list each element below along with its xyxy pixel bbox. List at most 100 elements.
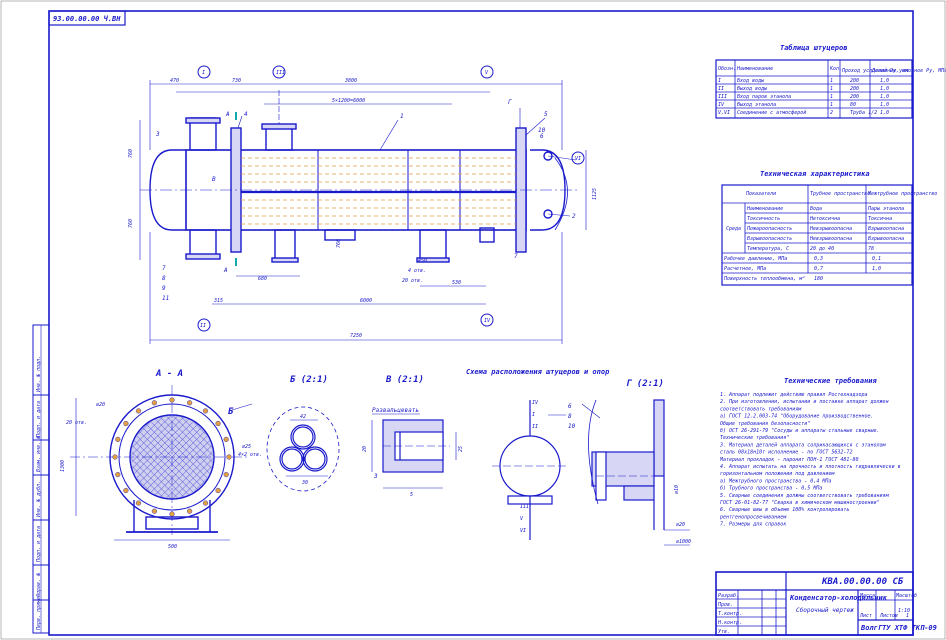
detail-g	[581, 399, 690, 546]
nozzle-table-cell: V,VI	[718, 110, 730, 116]
detail-v-note: Развальцевать	[372, 407, 419, 414]
tech-table-header: Трубное пространство	[810, 190, 870, 197]
tech-req-line: 1. Аппарат подлежит действию правил Рост…	[720, 392, 868, 398]
nozzle-table-header: Кол.	[829, 66, 842, 72]
tech-req-line: 7. Размеры для справок	[720, 522, 787, 528]
tech-table-cell: 1,0	[872, 266, 881, 272]
corner-code: 93.00.00.00 Ч.ВН	[53, 15, 121, 23]
nozzle-table-header: Наименование	[736, 66, 773, 72]
dim-760-b: 760	[128, 219, 134, 228]
sheets-value: 1	[906, 613, 909, 619]
view-g-letter: Г	[508, 99, 512, 106]
title-role: Т.контр.	[718, 611, 742, 617]
pos-3: 3	[155, 131, 160, 138]
nozzle-table-cell: Выход этанола	[737, 102, 776, 108]
scale-label: Масса	[859, 593, 875, 599]
dim-760-a: 760	[128, 149, 134, 158]
detail-g-title: Г (2:1)	[626, 379, 664, 389]
scheme-nozzle-label: III	[520, 504, 529, 510]
nozzle-v-label: V	[485, 70, 489, 76]
tech-table-cell: Взрывоопасна	[868, 236, 904, 242]
nozzle-table-cell: 1,0	[880, 86, 889, 92]
nozzle-table-cell: Выход воды	[737, 86, 768, 92]
nozzle-table-header: Давление условное Pу, МПа	[871, 68, 946, 74]
dim-4-otv: 4 отв.	[408, 268, 426, 274]
tech-req-line: а) Межтрубного пространства - 0,4 МПа	[720, 477, 831, 484]
detail-b-title: Б (2:1)	[290, 375, 328, 385]
tech-table-cell: Температура, С	[747, 246, 789, 252]
tech-req-title: Технические требования	[784, 377, 878, 385]
hatch-line	[173, 458, 214, 499]
tech-table-cell: Токсична	[868, 216, 892, 222]
bolt-hole	[151, 508, 158, 514]
bolt-hole	[115, 436, 121, 443]
detail-b-dim-a: 42	[300, 414, 306, 420]
dim-730: 730	[232, 78, 241, 84]
bolt-hole	[151, 400, 158, 406]
title-role: Разраб.	[718, 592, 739, 599]
bolt-hole	[169, 511, 175, 517]
nozzle-table-cell: III	[718, 94, 727, 100]
dim-760-c: 760	[336, 239, 342, 248]
tech-table-cell: Токсичность	[747, 216, 780, 222]
tech-table-cell: 180	[814, 276, 823, 282]
detail-b	[266, 406, 340, 492]
dim-530: 530	[452, 280, 461, 286]
title-role: Пров.	[717, 602, 733, 608]
detail-g-pos: 6	[568, 403, 572, 410]
dim-315: 315	[213, 298, 223, 304]
nozzle-iv-bottom	[274, 229, 296, 261]
hatch-line	[181, 466, 212, 497]
tech-req-line: а) ГОСТ 12.2.003-74 "Оборудование произв…	[720, 413, 874, 420]
tech-table-cell: Невзрывоопасна	[809, 226, 852, 232]
tech-table-cell: 0,3	[814, 256, 823, 262]
bolt-hole	[123, 487, 129, 494]
nozzle-table-cell: 2	[830, 110, 833, 116]
tech-req-line: 6. Сварные швы в объеме 100% контролиров…	[720, 506, 849, 513]
title-name: Конденсатор-холодильник	[789, 594, 888, 602]
nozzle-table-cell: Вход воды	[737, 78, 765, 84]
detail-b-dim-b: 30	[301, 480, 308, 486]
nozzle-table-cell: II	[718, 86, 724, 92]
section-aa-title: А - А	[155, 369, 183, 379]
hatch-line	[160, 445, 212, 497]
nozzle-table	[715, 59, 913, 119]
nozzle-i-label: I	[202, 70, 205, 76]
detail-g-d3: ⌀1000	[676, 539, 691, 545]
tech-table-cell: Взрывоопасность	[747, 236, 792, 242]
detail-g-d2: ⌀20	[676, 522, 685, 528]
tech-table-cell: Нетоксична	[809, 216, 840, 222]
hatch-line	[132, 417, 184, 469]
tech-table-group: Среда	[726, 226, 741, 232]
pos-4: 4	[244, 111, 248, 118]
sheet-label: Лист	[859, 613, 872, 619]
dim-6000: 6000	[360, 298, 372, 304]
bolt-hole	[215, 487, 221, 494]
hatch-line	[131, 416, 178, 463]
bolt-hole	[202, 408, 209, 414]
hatch-line	[137, 422, 151, 436]
nozzle-table-cell: Соединение с атмосферой	[737, 110, 806, 116]
title-code: КВА.00.00.00 СБ	[821, 577, 904, 587]
sheets-label: Листов	[879, 613, 898, 619]
main-view	[139, 80, 587, 344]
tech-req-line: б) Трубного пространства - 0,5 МПа	[720, 485, 822, 492]
hatch-line	[193, 478, 207, 492]
tech-req-line: 2. При изготовлении, испытании и поставк…	[720, 399, 889, 405]
corner-code-box	[48, 10, 126, 26]
nozzle-table-cell: 1,0	[880, 102, 889, 108]
nozzle-iii-top	[265, 127, 293, 151]
aa-n25: ⌀25	[242, 444, 251, 450]
bolt-hole	[135, 500, 142, 506]
scheme-nozzle-label: IV	[532, 400, 539, 406]
tech-table-cell: Расчетное, МПа	[724, 266, 766, 272]
bolt-hole	[226, 454, 232, 460]
tech-req-line: 4. Аппарат испытать на прочность и плотн…	[720, 464, 901, 470]
dim-5x1200: 5×1200=6000	[332, 98, 365, 104]
tech-req-line: 3. Материал деталей аппарата соприкасающ…	[719, 442, 887, 448]
hatch-line	[139, 424, 198, 483]
tech-table-cell: Вода	[810, 206, 822, 212]
nozzle-table-cell: I	[718, 78, 721, 84]
